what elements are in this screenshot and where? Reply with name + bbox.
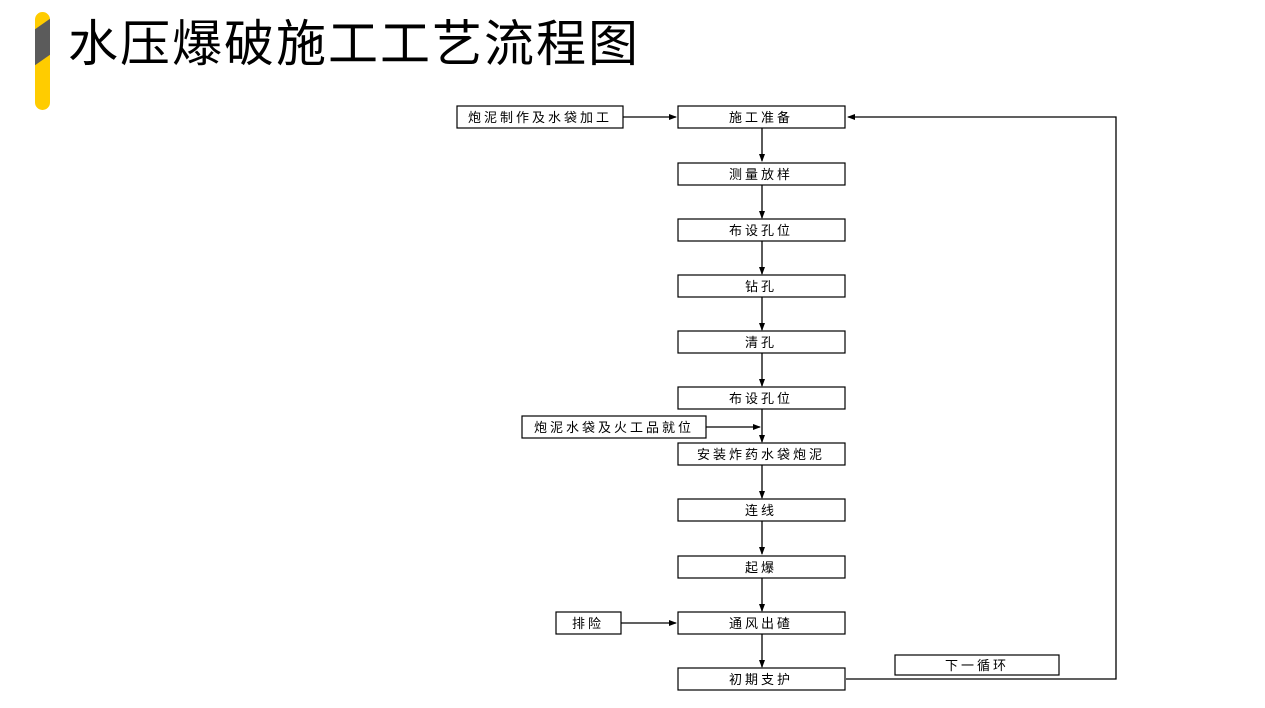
flow-step-label: 测量放样 xyxy=(729,168,793,183)
flow-step-3: 钻孔 xyxy=(677,274,846,298)
flow-step-2: 布设孔位 xyxy=(677,218,846,242)
flow-step-7: 连线 xyxy=(677,498,846,522)
flow-step-label: 初期支护 xyxy=(729,673,793,688)
input-steps: 炮泥制作及水袋加工 炮泥水袋及火工品就位 排险 xyxy=(456,105,707,635)
flow-step-label: 起爆 xyxy=(745,561,777,576)
flow-input-label: 炮泥水袋及火工品就位 xyxy=(534,421,694,436)
flow-step-label: 安装炸药水袋炮泥 xyxy=(697,448,825,463)
flow-input-2: 排险 xyxy=(555,611,622,635)
flow-step-5: 布设孔位 xyxy=(677,386,846,410)
flow-step-label: 钻孔 xyxy=(745,280,777,295)
next-cycle-label: 下一循环 xyxy=(945,659,1009,674)
page-title: 水压爆破施工工艺流程图 xyxy=(68,15,640,73)
flow-step-label: 连线 xyxy=(745,503,777,519)
flow-step-label: 清孔 xyxy=(745,336,777,351)
flow-step-0: 施工准备 xyxy=(677,105,846,129)
flow-step-label: 布设孔位 xyxy=(729,224,793,239)
flow-step-label: 通风出碴 xyxy=(729,617,793,632)
flow-step-label: 施工准备 xyxy=(729,110,793,126)
flow-input-label: 炮泥制作及水袋加工 xyxy=(468,111,612,126)
loop-back-arrow xyxy=(846,114,1117,680)
flow-input-label: 排险 xyxy=(572,617,604,632)
title-accent-bar xyxy=(35,12,50,110)
flow-step-6: 安装炸药水袋炮泥 xyxy=(677,442,846,466)
input-arrows xyxy=(621,114,761,626)
flow-step-10: 初期支护 xyxy=(677,667,846,691)
flow-step-9: 通风出碴 xyxy=(677,611,846,635)
flow-input-0: 炮泥制作及水袋加工 xyxy=(456,105,624,129)
flow-step-8: 起爆 xyxy=(677,555,846,579)
flow-step-4: 清孔 xyxy=(677,330,846,354)
next-cycle-box: 下一循环 xyxy=(894,654,1060,676)
main-steps: 施工准备 测量放样 布设孔位 钻孔 清孔 布设孔位 安装炸药水袋炮泥 连线 xyxy=(677,105,846,691)
flow-step-1: 测量放样 xyxy=(677,162,846,186)
flow-input-1: 炮泥水袋及火工品就位 xyxy=(521,415,707,439)
flow-step-label: 布设孔位 xyxy=(729,392,793,407)
